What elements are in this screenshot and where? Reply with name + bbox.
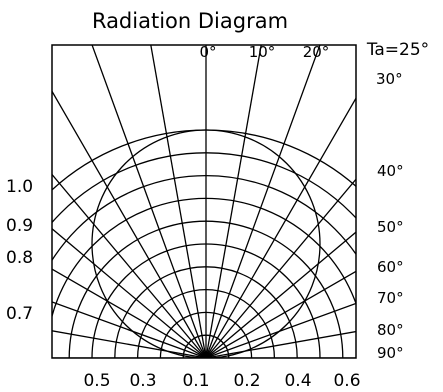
grid-radial-line xyxy=(205,45,321,358)
angle-label: 0° xyxy=(199,43,216,61)
grid-radial-line xyxy=(205,231,356,358)
angle-label: 90° xyxy=(377,344,404,362)
intensity-label: 1.0 xyxy=(6,177,33,197)
intensity-label: 0.9 xyxy=(6,216,33,236)
angle-label: 40° xyxy=(377,162,404,180)
grid-radial-line xyxy=(205,270,356,358)
grid-radial-line xyxy=(52,330,207,358)
angle-label: 80° xyxy=(377,321,404,339)
grid-radial-line xyxy=(205,330,356,358)
bottom-scale-label: 0.1 xyxy=(182,371,209,391)
angle-label: 10° xyxy=(249,43,276,61)
bottom-scale-label: 0.6 xyxy=(333,371,360,391)
angle-label: 60° xyxy=(377,258,404,276)
chart-labels: 0° 10° 20° 30° 40° 50° 60° 70° 80° 90° 1.0 0.9 0.8 0.… xyxy=(6,43,404,391)
grid-radial-line xyxy=(205,96,356,358)
radiation-pattern xyxy=(91,129,321,358)
intensity-label: 0.7 xyxy=(6,304,33,324)
grid-radial-line xyxy=(150,45,207,358)
bottom-scale-label: 0.5 xyxy=(83,371,110,391)
angle-label: 70° xyxy=(377,289,404,307)
grid-radial-line xyxy=(52,89,207,358)
grid-radial-line xyxy=(91,45,207,358)
bottom-scale-label: 0.3 xyxy=(129,371,156,391)
polar-grid xyxy=(52,45,356,358)
grid-radial-line xyxy=(205,178,356,358)
angle-label: 30° xyxy=(376,70,403,88)
bottom-scale-label: 0.4 xyxy=(284,371,311,391)
intensity-label: 0.8 xyxy=(6,248,33,268)
grid-radial-line xyxy=(52,173,207,358)
grid-radial-line xyxy=(205,45,262,358)
angle-label: 20° xyxy=(303,43,330,61)
radiation-pattern-curve xyxy=(91,129,321,358)
grid-radial-line xyxy=(52,227,207,358)
chart-title: Radiation Diagram xyxy=(92,9,288,33)
angle-label: 50° xyxy=(377,218,404,236)
bottom-scale-label: 0.2 xyxy=(233,371,260,391)
grid-radial-line xyxy=(52,301,207,358)
grid-radial-line xyxy=(52,268,207,358)
grid-radial-line xyxy=(205,302,356,358)
ambient-temperature-label: Ta=25° xyxy=(366,40,429,60)
